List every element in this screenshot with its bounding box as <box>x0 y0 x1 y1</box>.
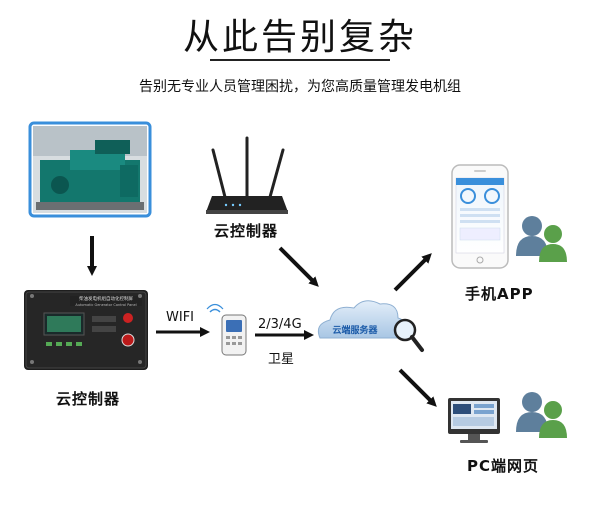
controller-label-bottom: 云控制器 <box>56 390 121 408</box>
controller-label-top: 云控制器 <box>214 222 279 240</box>
panel-subtitle: Automatic Generator Control Panel <box>75 303 136 307</box>
pc-web-label: PC端网页 <box>467 457 540 475</box>
router-icon <box>206 136 288 214</box>
page-title: 从此告别复杂 <box>182 17 417 58</box>
panel-title: 柴油发电机组自动化控制屏 <box>79 295 133 302</box>
generator-image <box>28 121 152 218</box>
mobile-app-label: 手机APP <box>465 285 534 303</box>
users-icon <box>516 216 567 262</box>
satellite-label: 卫星 <box>268 352 295 367</box>
magnifier-icon <box>393 318 424 352</box>
title-underline <box>210 59 390 61</box>
network-label: 2/3/4G <box>258 317 302 332</box>
control-panel-image <box>24 290 148 370</box>
users-icon-bottom <box>516 392 567 438</box>
page-subtitle: 告别无专业人员管理困扰，为您高质量管理发电机组 <box>139 79 461 95</box>
dtu-device-icon <box>206 303 247 356</box>
arrow-cloud-to-phone <box>393 253 432 292</box>
monitor-icon <box>448 398 500 443</box>
cloud-label: 云端服务器 <box>332 324 378 336</box>
arrow-router-to-cloud <box>278 246 319 287</box>
wifi-label: WIFI <box>166 310 194 325</box>
smartphone-icon <box>451 164 509 269</box>
arrow-cloud-to-pc <box>398 368 437 407</box>
